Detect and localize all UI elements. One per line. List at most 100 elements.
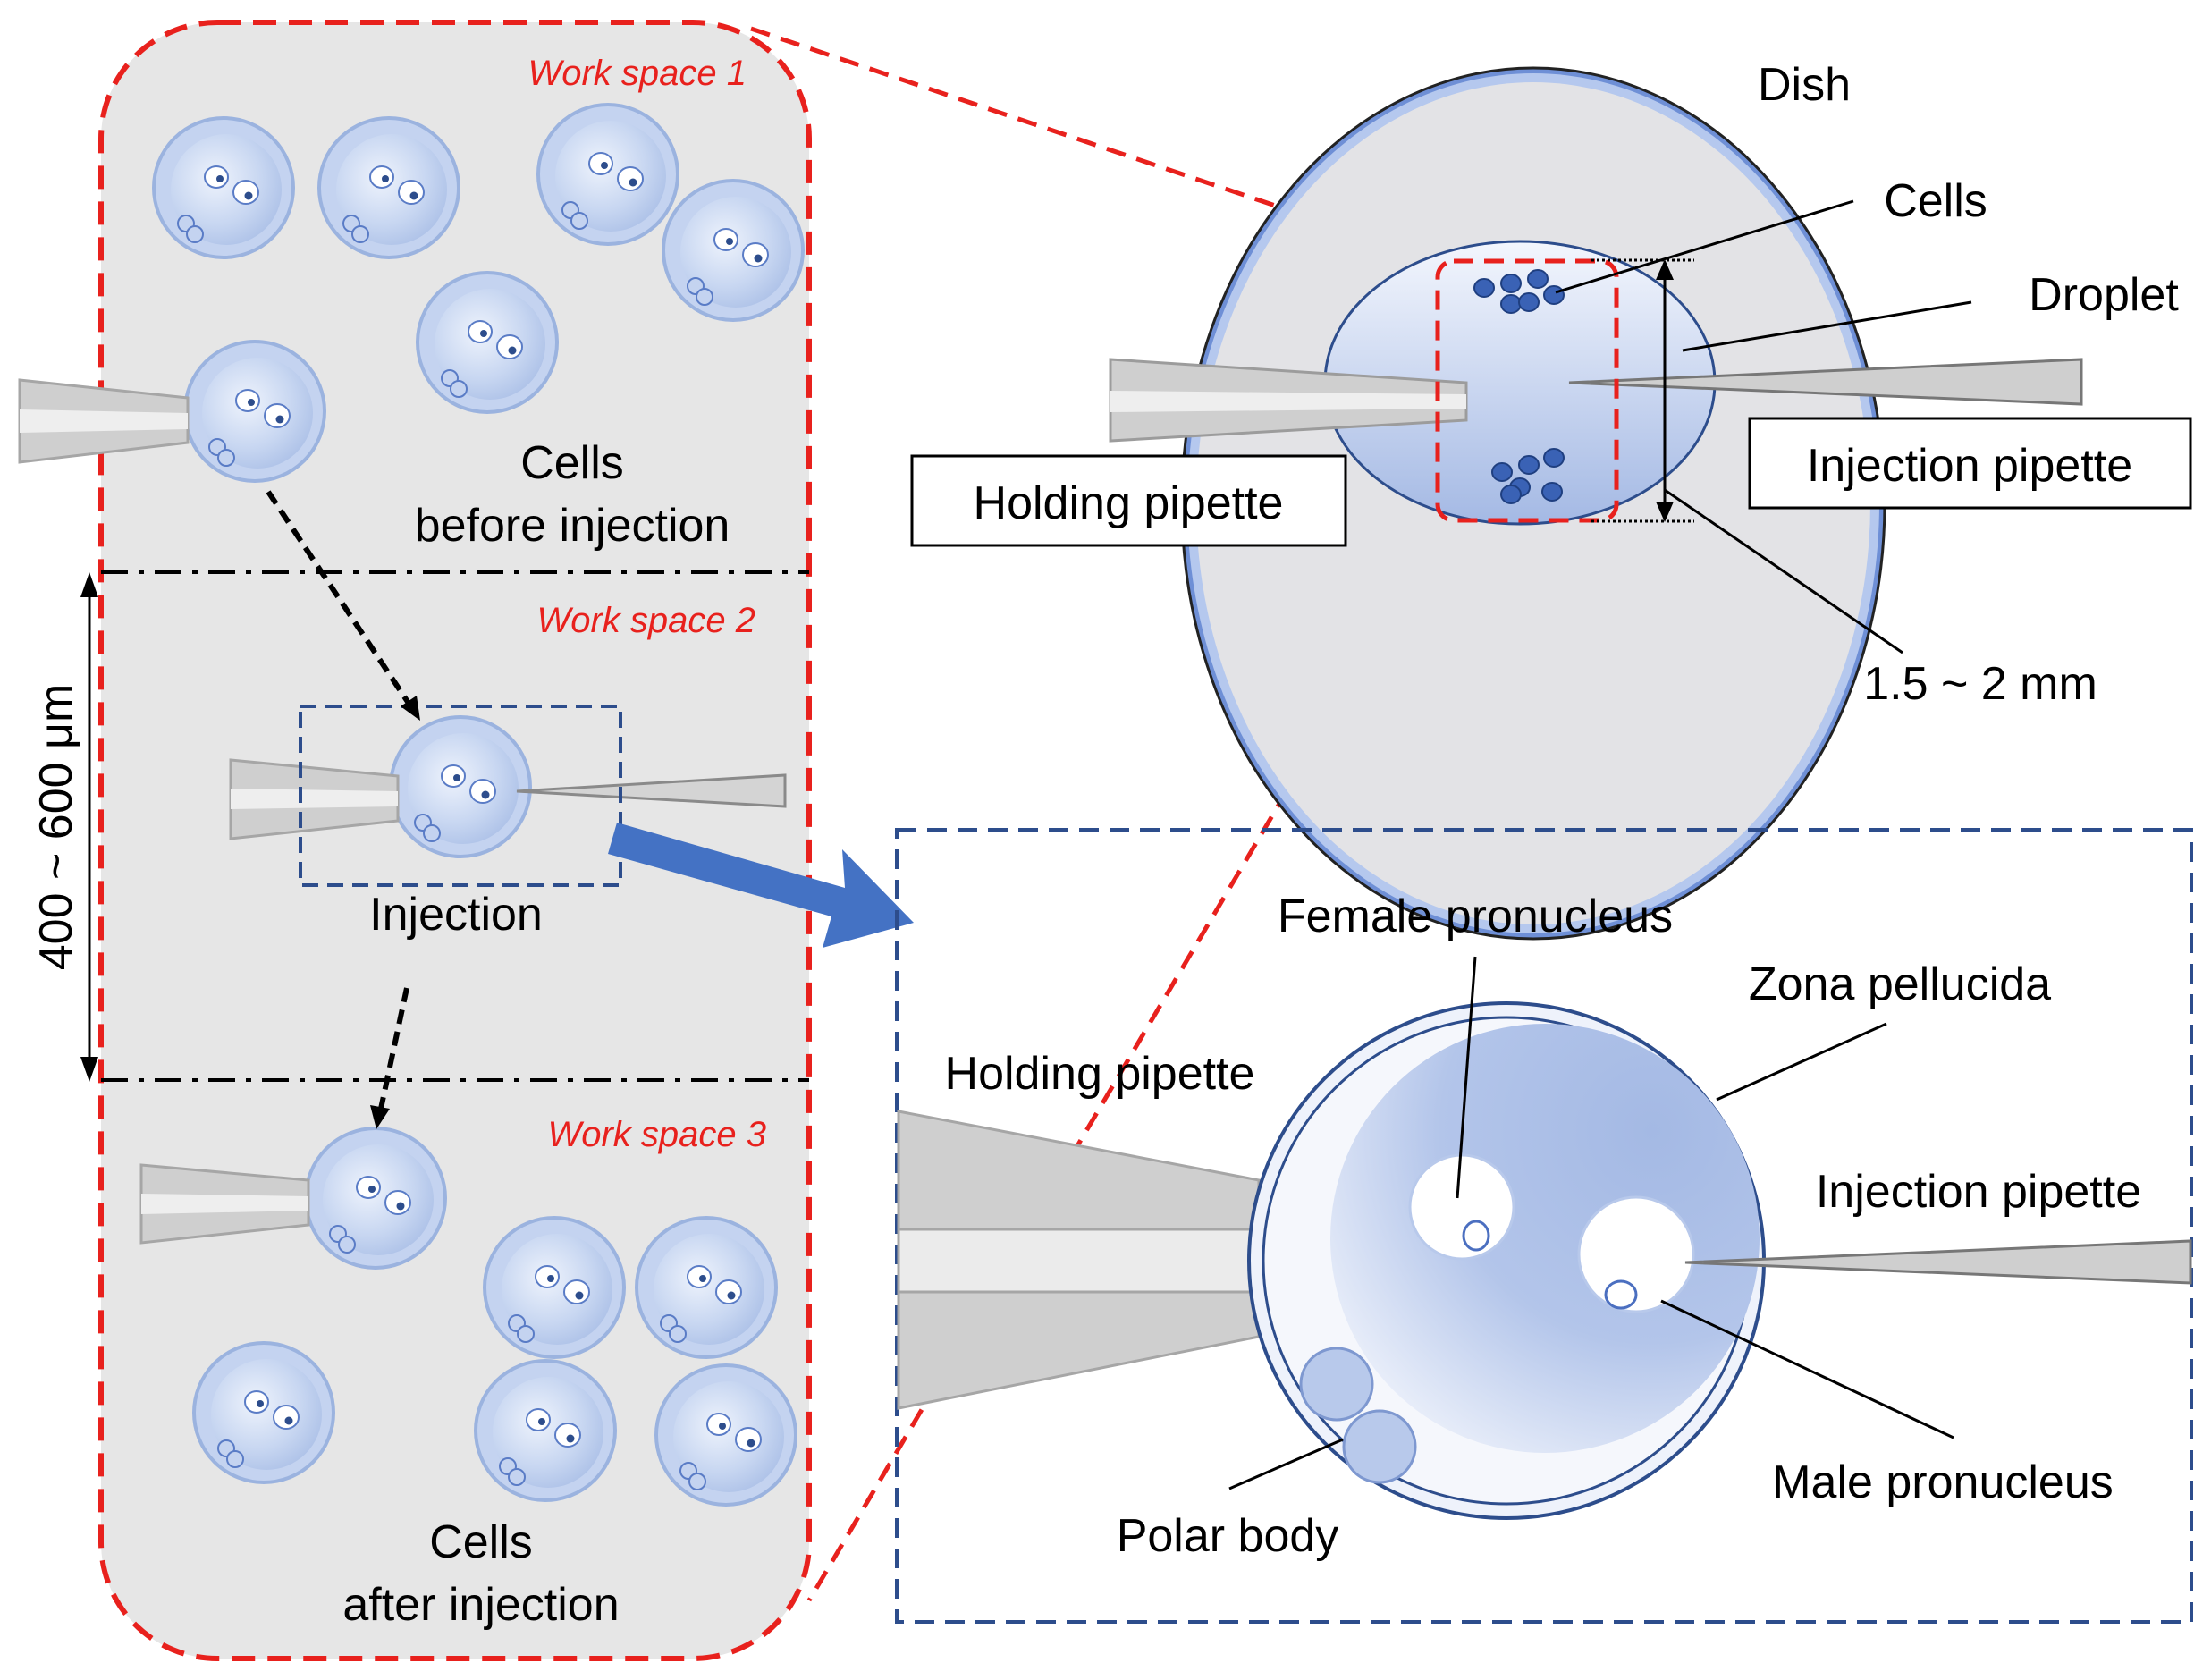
- dish-injection-pipette-label: Injection pipette: [1807, 440, 2132, 492]
- polar-body: [342, 215, 369, 243]
- female-nucleolus: [1462, 1220, 1490, 1252]
- zygote-detail-frame: [895, 828, 2193, 1624]
- male-pronucleus-callout: [1660, 1299, 1954, 1439]
- oocyte-cell: [536, 103, 679, 246]
- pronucleus: [588, 152, 613, 175]
- zygote-holding-pipette: [897, 1110, 1261, 1410]
- oocyte-cell: [416, 271, 559, 414]
- zygote-cytoplasm: [1330, 1024, 1760, 1453]
- pronucleus: [232, 180, 259, 205]
- zygote-injection-pipette: [1684, 1239, 2192, 1285]
- holding-pipette-ws2: [229, 758, 400, 840]
- polar-body: [660, 1314, 687, 1343]
- zona-pellucida-callout: [1716, 1022, 1887, 1102]
- oocyte-cell: [635, 1216, 778, 1359]
- polar-body-2: [1342, 1409, 1417, 1484]
- dish-holding-pipette-label: Holding pipette: [974, 477, 1284, 529]
- dish-cell: [1473, 278, 1495, 298]
- oocyte-cell: [183, 340, 326, 483]
- dish-cell: [1543, 285, 1565, 305]
- work-space-1-label: Work space 1: [527, 54, 747, 93]
- pronucleus: [264, 403, 291, 428]
- dish-cells-label: Cells: [1884, 175, 1987, 227]
- zona-pellucida-label: Zona pellucida: [1749, 958, 2051, 1010]
- pronucleus: [496, 334, 523, 359]
- droplet-callout-line: [1682, 300, 1972, 352]
- oocyte-cell: [192, 1341, 335, 1484]
- zoom-arrow: [608, 823, 914, 948]
- polar-body: [499, 1457, 526, 1486]
- oocyte-cell: [662, 179, 805, 322]
- holding-pipette-ws1: [18, 378, 190, 464]
- oocyte-cell: [304, 1127, 447, 1270]
- dish-cell: [1518, 455, 1540, 475]
- pronucleus: [356, 1176, 381, 1199]
- male-nucleolus: [1604, 1279, 1638, 1310]
- polar-body: [687, 277, 713, 306]
- female-pronucleus: [1408, 1153, 1515, 1261]
- male-pronucleus-label: Male pronucleus: [1772, 1456, 2114, 1508]
- injection-highlight-box: [299, 705, 622, 887]
- droplet-size-marker: [1591, 258, 1903, 654]
- pronucleus: [742, 242, 769, 267]
- zygote: [1247, 1001, 1766, 1520]
- dish-holding-pipette: [1109, 358, 1468, 443]
- oocyte-cell: [483, 1216, 626, 1359]
- oocyte-cell: [654, 1363, 797, 1507]
- dish-selection-box: [1435, 258, 1619, 523]
- flow-arrow-2: [370, 987, 409, 1129]
- injection-label: Injection: [369, 889, 543, 941]
- pronucleus: [384, 1190, 411, 1215]
- pronucleus: [204, 165, 229, 189]
- polar-body: [329, 1225, 356, 1254]
- oocyte-cell: [317, 116, 460, 259]
- female-pronucleus-label: Female pronucleus: [1278, 891, 1673, 942]
- droplet-label: Droplet: [2029, 269, 2179, 321]
- work-space-3-label: Work space 3: [547, 1115, 766, 1154]
- zygote-holding-pipette-label: Holding pipette: [945, 1048, 1255, 1100]
- cells-group: [152, 103, 805, 1507]
- oocyte-cell: [152, 116, 295, 259]
- polar-body: [679, 1462, 706, 1490]
- dish-cell: [1491, 462, 1513, 482]
- polar-body: [508, 1314, 535, 1343]
- polar-body-label: Polar body: [1117, 1510, 1339, 1562]
- distance-label: 400 ~ 600 μm: [30, 684, 82, 971]
- pronucleus: [235, 389, 260, 412]
- polar-body: [561, 201, 588, 230]
- polar-body-1: [1299, 1347, 1374, 1422]
- dish-holding-pipette-label-box: Holding pipette: [910, 454, 1347, 547]
- cells-callout-line: [1555, 199, 1854, 294]
- dish-label: Dish: [1758, 59, 1851, 111]
- pronucleus: [273, 1405, 300, 1430]
- polar-body: [208, 438, 235, 467]
- flow-arrow-1: [266, 490, 420, 721]
- polar-body: [217, 1439, 244, 1468]
- polar-body-callout: [1228, 1438, 1344, 1490]
- oocyte-cell: [474, 1359, 617, 1502]
- polar-body: [414, 814, 441, 842]
- pronucleus: [469, 779, 496, 804]
- pronucleus: [398, 180, 425, 205]
- dish-cell: [1543, 448, 1565, 468]
- droplet-size-label: 1.5 ~ 2 mm: [1863, 658, 2097, 710]
- pronucleus: [687, 1265, 712, 1288]
- pronucleus: [535, 1265, 560, 1288]
- cells-before-label-line2: before injection: [415, 500, 730, 552]
- dish-cell: [1500, 485, 1522, 504]
- cells-after-label-line1: Cells: [429, 1516, 533, 1568]
- pronucleus: [706, 1413, 731, 1436]
- pronucleus: [244, 1390, 269, 1414]
- dish-cell: [1527, 269, 1549, 289]
- pronucleus: [554, 1423, 581, 1448]
- connector-line-bottom: [806, 519, 1449, 1602]
- female-pronucleus-callout: [1456, 956, 1477, 1199]
- zygote-injection-pipette-label: Injection pipette: [1816, 1166, 2141, 1218]
- dish-cell: [1500, 294, 1522, 314]
- holding-pipette-ws3: [139, 1163, 310, 1245]
- pronucleus: [563, 1279, 590, 1304]
- dish-cell: [1541, 482, 1563, 502]
- pronucleus: [369, 165, 394, 189]
